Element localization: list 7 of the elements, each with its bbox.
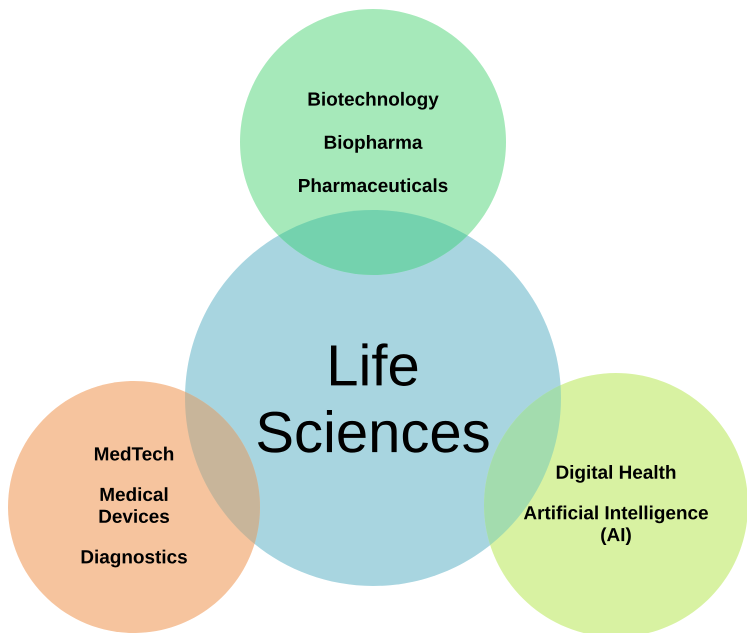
node-label: Diagnostics	[82, 550, 187, 568]
node-label: Medical Devices	[99, 487, 169, 523]
node-label: Biopharma	[324, 135, 423, 153]
node-label: MedTech	[94, 446, 174, 461]
node-label: Biotechnology	[308, 92, 439, 110]
node-label: Pharmaceuticals	[299, 178, 448, 192]
node-label: (AI)	[601, 527, 631, 546]
